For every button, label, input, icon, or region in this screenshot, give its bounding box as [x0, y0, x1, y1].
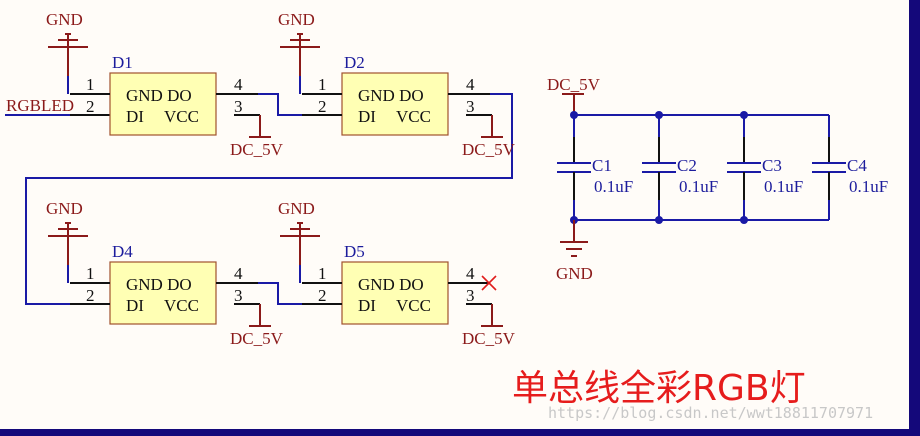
capacitor-value: 0.1uF	[764, 177, 803, 196]
net-rgbled: RGBLED	[5, 96, 110, 116]
ground-label: GND	[46, 10, 83, 29]
led-designator: D4	[112, 242, 133, 261]
capacitor-value: 0.1uF	[594, 177, 633, 196]
cap-bank-power-label: DC_5V	[547, 75, 601, 94]
pin-label-vcc: VCC	[164, 107, 199, 126]
wire-d1-d2	[258, 93, 302, 116]
led-body	[109, 72, 217, 136]
schematic-title: 单总线全彩RGB灯	[512, 368, 806, 409]
pin-number-2: 2	[86, 286, 95, 305]
pin-number-4: 4	[466, 264, 475, 283]
pin-labels-row1: GND DO	[126, 275, 192, 294]
ground-label: GND	[46, 199, 83, 218]
pin-number-2: 2	[318, 286, 327, 305]
led-body	[109, 261, 217, 325]
net-label-rgbled: RGBLED	[6, 96, 74, 115]
capacitor-designator: C3	[762, 156, 782, 175]
wire-d4-d5	[258, 282, 302, 305]
ground-label: GND	[278, 10, 315, 29]
decoupling-capacitor-bank: DC_5V C1 0.1uF C2 0.1uF C3 0.1uF C4 0.1uF GND	[547, 75, 888, 283]
watermark: https://blog.csdn.net/wwt18811707971	[548, 404, 873, 422]
wire-d2-d4	[25, 93, 513, 305]
capacitor-c4: C4 0.1uF	[812, 115, 888, 220]
pin-labels-row1: GND DO	[358, 275, 424, 294]
junction-dot	[570, 111, 578, 119]
pin-label-vcc: VCC	[396, 107, 431, 126]
pin-number-2: 2	[86, 97, 95, 116]
pin-labels-row1: GND DO	[126, 86, 192, 105]
power-symbol-dc5v: DC_5V	[230, 114, 284, 159]
pin-number-1: 1	[86, 264, 95, 283]
capacitor-designator: C2	[677, 156, 697, 175]
pin-number-1: 1	[86, 75, 95, 94]
junction-dot	[655, 216, 663, 224]
ground-label: GND	[278, 199, 315, 218]
led-body	[341, 72, 449, 136]
capacitor-value: 0.1uF	[679, 177, 718, 196]
pin-number-1: 1	[318, 264, 327, 283]
capacitor-value: 0.1uF	[849, 177, 888, 196]
frame-bottom-border	[0, 429, 920, 436]
pin-number-2: 2	[318, 97, 327, 116]
pin-number-1: 1	[318, 75, 327, 94]
capacitor-c1: C1 0.1uF	[557, 111, 633, 224]
pin-label-di: DI	[358, 107, 376, 126]
pin-number-4: 4	[466, 75, 475, 94]
pin-number-4: 4	[234, 75, 243, 94]
led-designator: D2	[344, 53, 365, 72]
power-label: DC_5V	[230, 329, 284, 348]
junction-dot	[655, 111, 663, 119]
pin-number-3: 3	[234, 97, 243, 116]
pin-label-vcc: VCC	[164, 296, 199, 315]
pin-label-di: DI	[358, 296, 376, 315]
led-body	[341, 261, 449, 325]
capacitor-designator: C1	[592, 156, 612, 175]
power-label: DC_5V	[230, 140, 284, 159]
led-designator: D5	[344, 242, 365, 261]
junction-dot	[740, 216, 748, 224]
capacitor-c3: C3 0.1uF	[727, 111, 803, 224]
power-symbol-dc5v: DC_5V	[462, 114, 516, 159]
led-designator: D1	[112, 53, 133, 72]
power-label: DC_5V	[462, 329, 516, 348]
ground-symbol: GND	[278, 199, 320, 237]
pin-label-di: DI	[126, 107, 144, 126]
ground-symbol: GND	[278, 10, 320, 48]
power-symbol-dc5v: DC_5V	[230, 303, 284, 348]
power-symbol-dc5v: DC_5V	[462, 303, 516, 348]
power-label: DC_5V	[462, 140, 516, 159]
capacitor-designator: C4	[847, 156, 867, 175]
pin-number-3: 3	[234, 286, 243, 305]
frame-right-border	[909, 0, 920, 436]
ground-symbol: GND	[46, 10, 88, 48]
pin-labels-row1: GND DO	[358, 86, 424, 105]
pin-number-3: 3	[466, 97, 475, 116]
pin-number-4: 4	[234, 264, 243, 283]
cap-bank-ground-label: GND	[556, 264, 593, 283]
pin-label-vcc: VCC	[396, 296, 431, 315]
junction-dot	[740, 111, 748, 119]
pin-label-di: DI	[126, 296, 144, 315]
pin-number-3: 3	[466, 286, 475, 305]
capacitor-c2: C2 0.1uF	[642, 111, 718, 224]
ground-symbol: GND	[46, 199, 88, 237]
